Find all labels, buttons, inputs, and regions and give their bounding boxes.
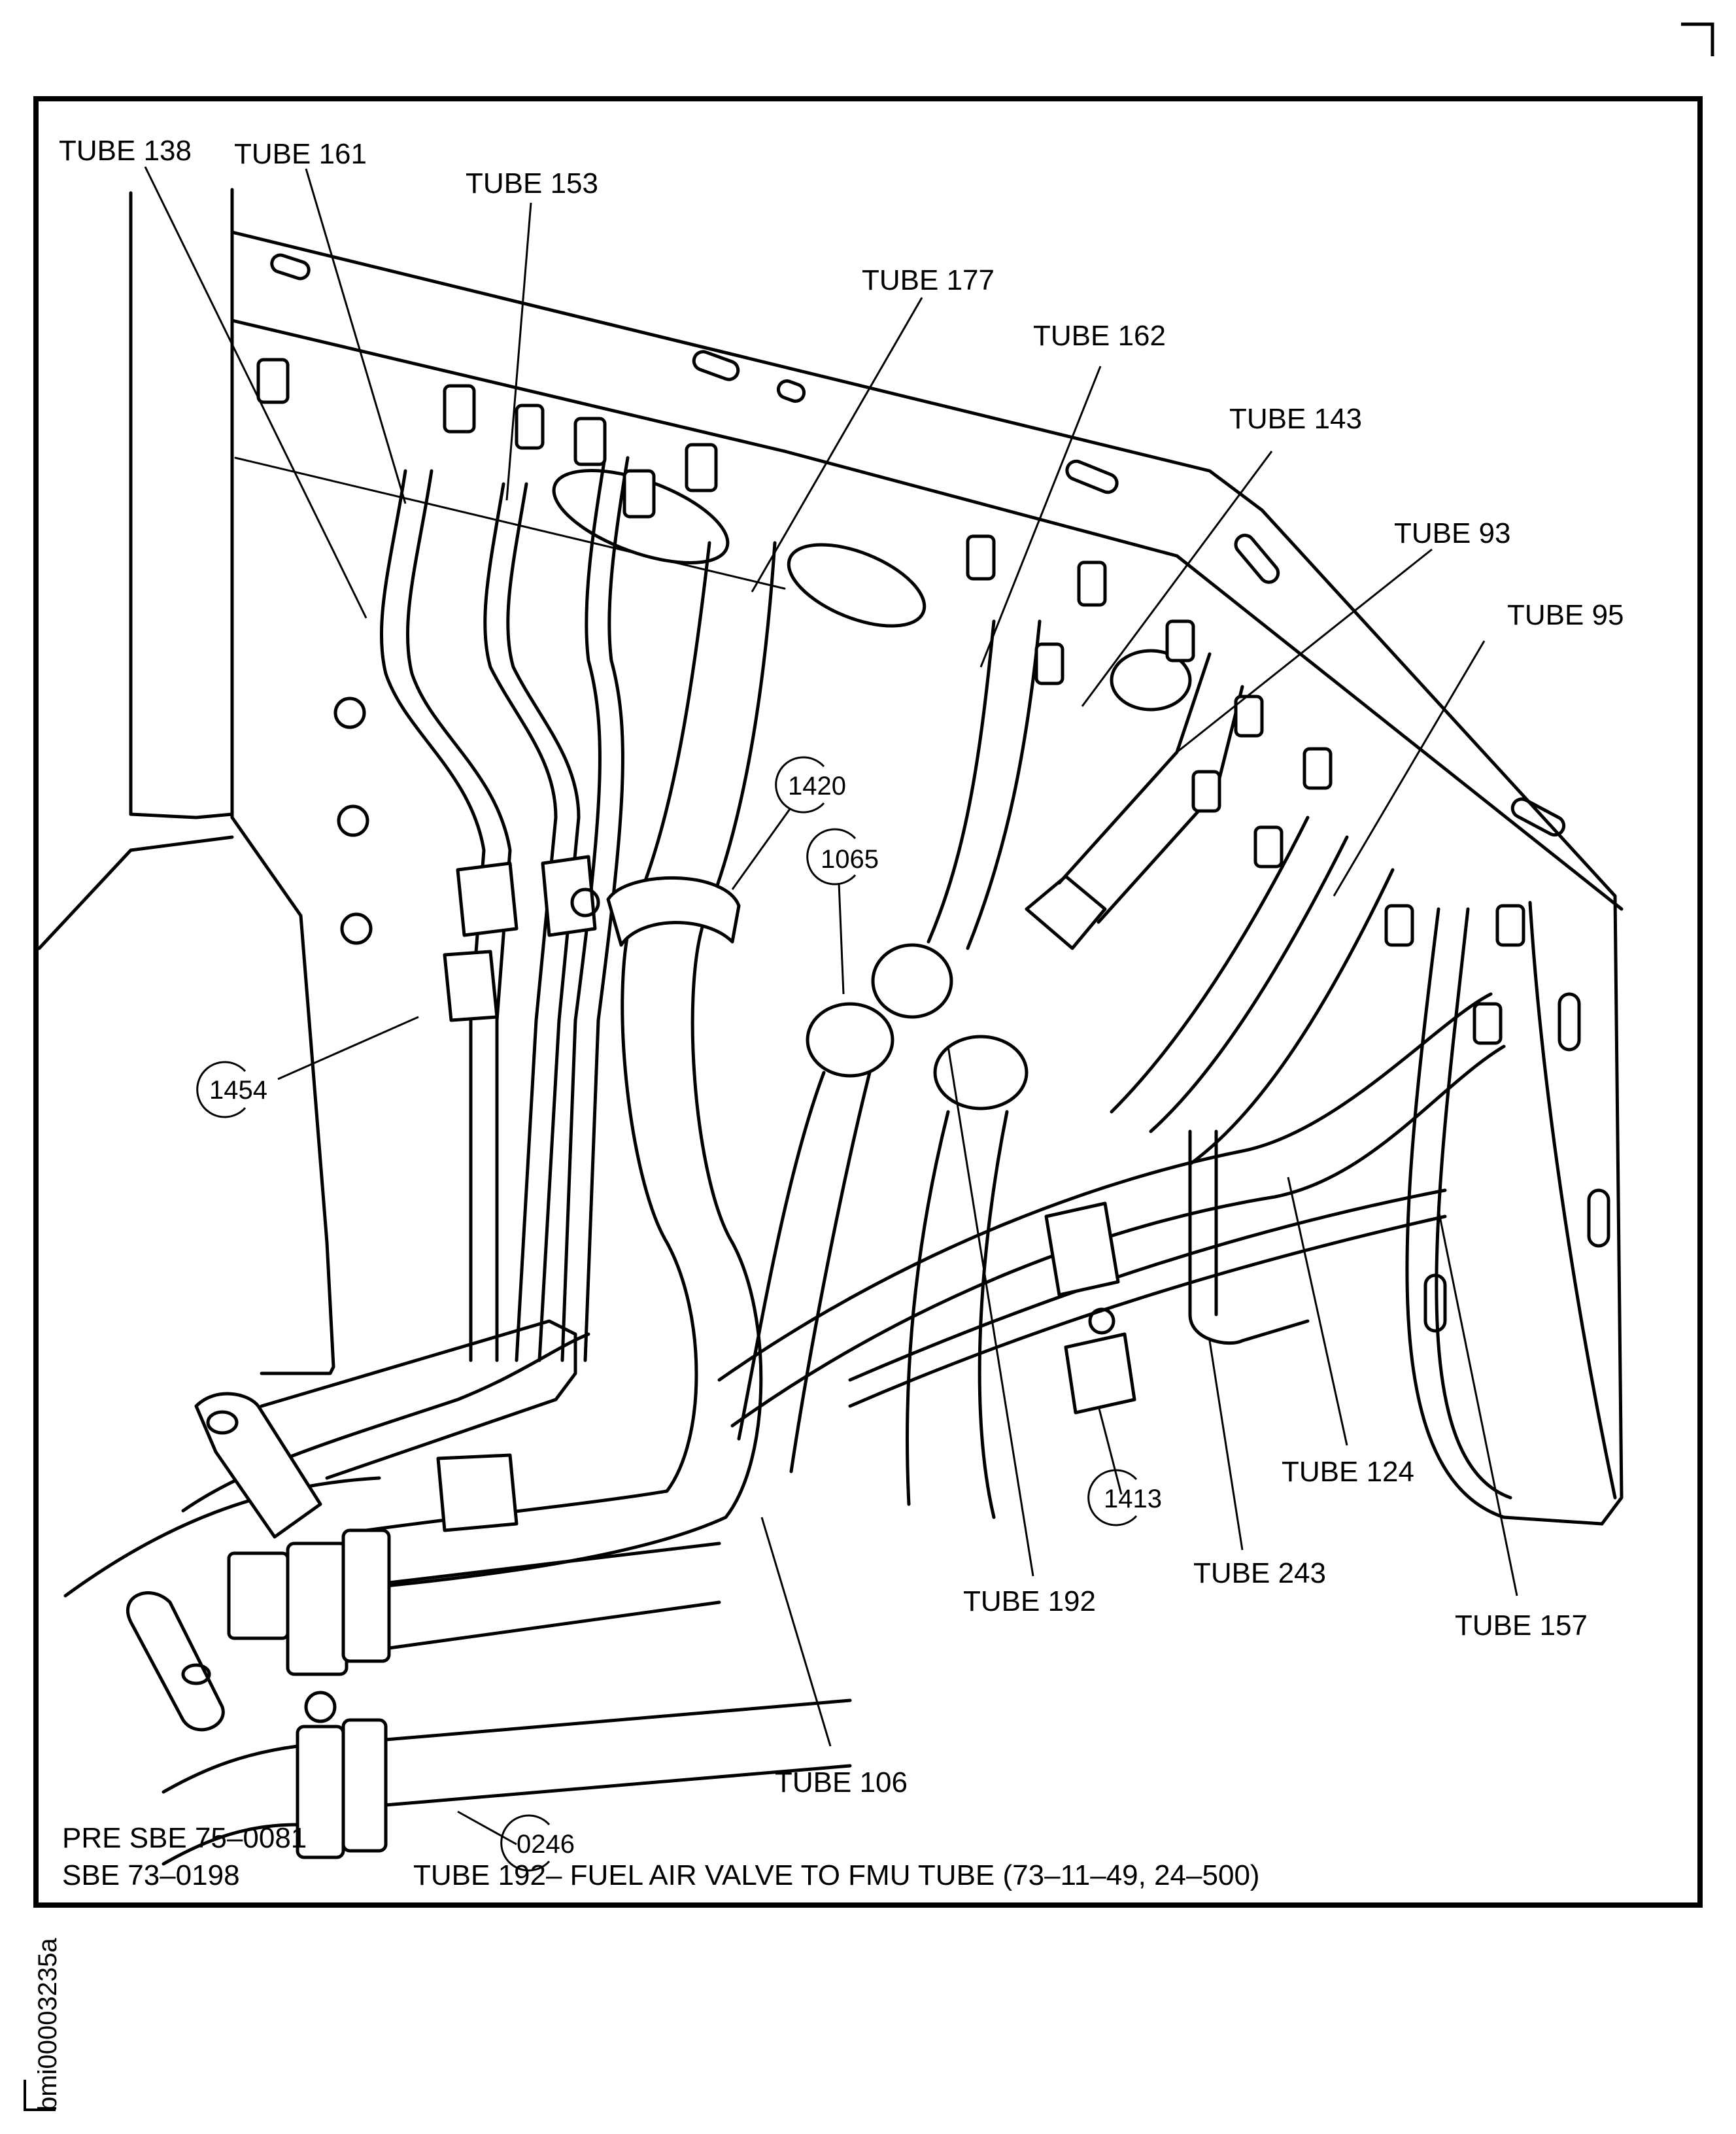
leader-tube-124 xyxy=(1287,1177,1348,1446)
svg-text:1065: 1065 xyxy=(821,845,879,874)
callouts: 1420 1065 1454 1413 0246 xyxy=(196,756,1162,1872)
label-tube-243: TUBE 243 xyxy=(1193,1557,1326,1589)
callout-0246: 0246 xyxy=(500,1814,575,1872)
leader-tube-143 xyxy=(1081,451,1273,707)
leader-lines xyxy=(144,166,1518,1846)
figure-frame xyxy=(33,96,1703,1908)
leader-tube-157 xyxy=(1437,1209,1518,1596)
leader-tube-138 xyxy=(144,166,367,619)
figure-notes: PRE SBE 75–0081 SBE 73–0198 TUBE 192– FU… xyxy=(62,1822,1260,1891)
leader-1454 xyxy=(277,1016,419,1080)
leader-tube-192 xyxy=(947,1046,1034,1577)
label-tube-157: TUBE 157 xyxy=(1455,1609,1588,1642)
label-tube-162: TUBE 162 xyxy=(1033,320,1166,352)
corner-mark xyxy=(1681,22,1714,56)
leader-1413 xyxy=(1097,1405,1123,1495)
leader-1420 xyxy=(731,808,791,890)
leader-tube-161 xyxy=(305,168,407,504)
figure-id: bmi00003235a xyxy=(24,1938,62,2111)
leader-tube-177 xyxy=(751,297,923,593)
label-tube-95: TUBE 95 xyxy=(1507,599,1624,631)
label-tube-124: TUBE 124 xyxy=(1282,1456,1414,1488)
label-tube-106: TUBE 106 xyxy=(775,1766,908,1798)
label-tube-192: TUBE 192 xyxy=(963,1585,1096,1617)
leader-tube-153 xyxy=(505,202,532,501)
engine-line-art xyxy=(37,188,1624,1866)
svg-text:1454: 1454 xyxy=(209,1076,267,1105)
leader-tube-95 xyxy=(1333,640,1486,897)
figure-id-text: bmi00003235a xyxy=(33,1938,62,2111)
label-tube-143: TUBE 143 xyxy=(1229,403,1362,435)
note-pre-sbe: PRE SBE 75–0081 xyxy=(62,1822,307,1854)
figure-caption: TUBE 192– FUEL AIR VALVE TO FMU TUBE (73… xyxy=(413,1859,1260,1891)
label-tube-177: TUBE 177 xyxy=(862,264,995,296)
leader-tube-106 xyxy=(760,1517,832,1747)
note-sbe: SBE 73–0198 xyxy=(62,1859,240,1891)
leader-1065 xyxy=(838,882,845,995)
svg-text:1420: 1420 xyxy=(788,772,846,800)
leader-tube-243 xyxy=(1208,1340,1244,1551)
leader-tube-162 xyxy=(979,366,1102,668)
label-tube-93: TUBE 93 xyxy=(1394,517,1511,549)
label-tube-161: TUBE 161 xyxy=(234,138,367,170)
svg-text:0246: 0246 xyxy=(517,1830,575,1859)
label-tube-138: TUBE 138 xyxy=(59,135,192,167)
fitting-nuts xyxy=(256,358,1525,1045)
leader-tube-93 xyxy=(1176,548,1433,753)
tube-labels: TUBE 138 TUBE 161 TUBE 153 TUBE 177 TUBE… xyxy=(59,135,1624,1798)
svg-text:1413: 1413 xyxy=(1104,1485,1162,1513)
callout-1065: 1065 xyxy=(806,828,879,886)
callout-1420: 1420 xyxy=(775,756,846,814)
callout-1413: 1413 xyxy=(1087,1469,1162,1526)
callout-1454: 1454 xyxy=(196,1061,267,1118)
label-tube-153: TUBE 153 xyxy=(466,167,598,199)
leader-0246 xyxy=(457,1810,517,1846)
